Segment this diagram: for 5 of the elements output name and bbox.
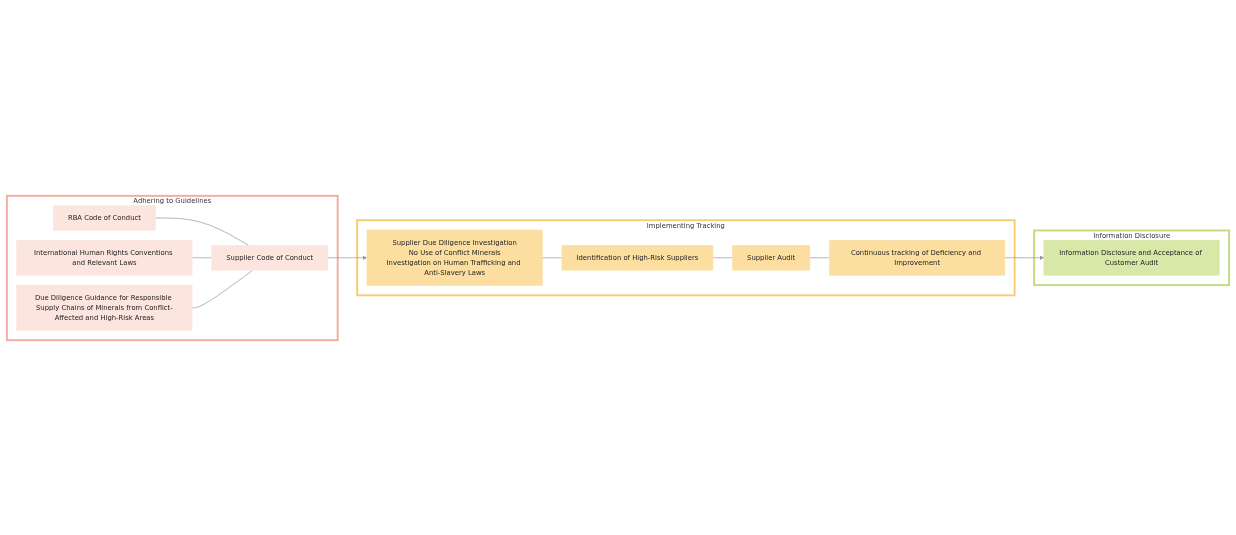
connector	[191, 269, 254, 308]
connector	[191, 256, 212, 258]
connector	[542, 256, 563, 258]
connector	[712, 256, 733, 258]
connector	[809, 256, 830, 258]
